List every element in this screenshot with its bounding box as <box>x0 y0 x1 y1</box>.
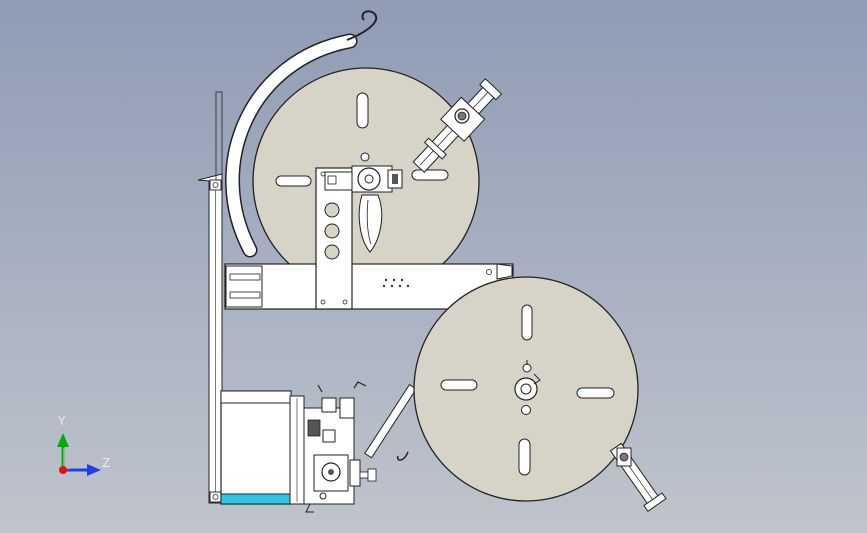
upper-drive-motor[interactable] <box>351 152 403 253</box>
peel-plate[interactable] <box>364 383 417 461</box>
coordinate-triad <box>57 433 101 476</box>
lower-reel[interactable] <box>413 276 639 502</box>
main-beam[interactable] <box>224 263 514 310</box>
support-post[interactable] <box>197 91 223 504</box>
upper-tension-arm[interactable] <box>407 75 505 177</box>
lower-tension-arm[interactable] <box>607 440 667 512</box>
vertical-mount-plate[interactable] <box>315 167 354 310</box>
curved-guide-arm[interactable] <box>225 10 378 258</box>
triad-y-label: Y <box>58 414 66 428</box>
peel-head-mechanism[interactable] <box>303 381 377 513</box>
dispenser-housing[interactable] <box>220 390 305 505</box>
triad-z-label: Z <box>102 456 111 470</box>
